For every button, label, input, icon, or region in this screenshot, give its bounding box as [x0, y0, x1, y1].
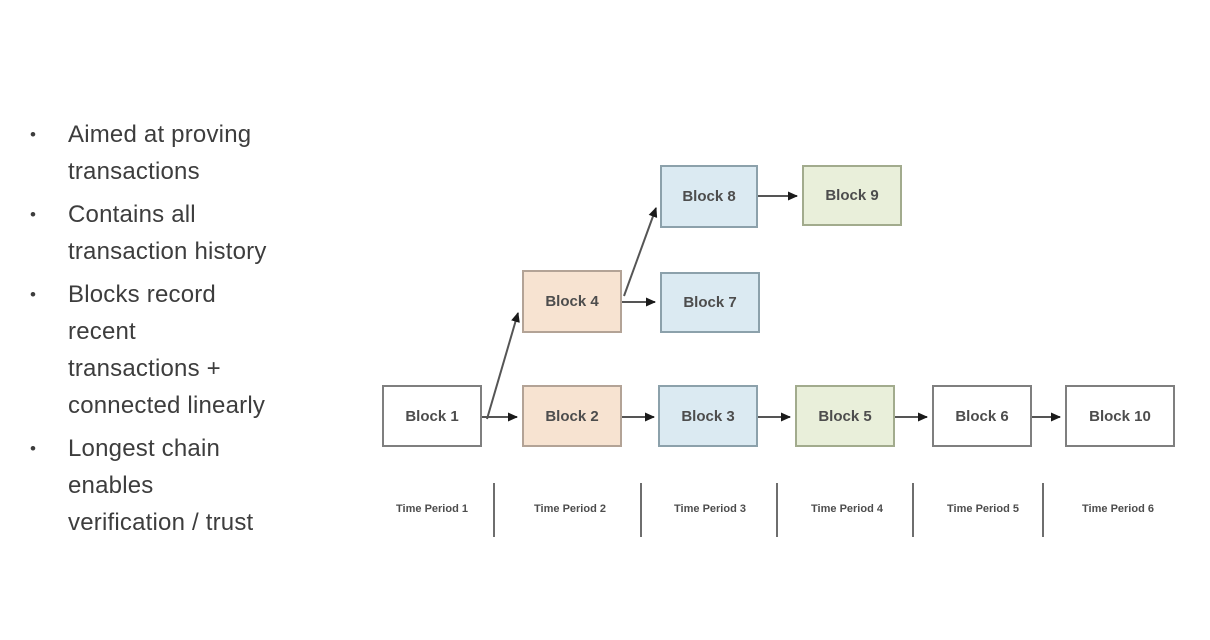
time-period-label: Time Period 1: [396, 503, 468, 515]
block-label: Block 6: [955, 407, 1009, 425]
time-period-label: Time Period 2: [534, 503, 606, 515]
bullet-list: • Aimed at proving transactions • Contai…: [24, 116, 364, 547]
block-label: Block 9: [825, 187, 879, 204]
bullet-marker: •: [30, 125, 36, 144]
edge-block1-block4: [486, 312, 520, 420]
block-label: Block 2: [545, 407, 599, 425]
time-period-label: Time Period 4: [811, 503, 883, 515]
bullet-text: Longest chain enables verification / tru…: [68, 435, 254, 536]
block-node-7: Block 7: [660, 272, 760, 333]
bullet-item: • Aimed at proving transactions: [24, 116, 364, 190]
block-node-5: Block 5: [795, 385, 895, 447]
edge-block4-block8: [623, 207, 658, 297]
block-node-6: Block 6: [932, 385, 1032, 447]
time-axis-divider: [640, 483, 642, 537]
bullet-marker: •: [30, 439, 36, 458]
block-node-3: Block 3: [658, 385, 758, 447]
bullet-marker: •: [30, 205, 36, 224]
block-label: Block 4: [545, 293, 599, 310]
time-axis-divider: [912, 483, 914, 537]
time-period-label: Time Period 3: [674, 503, 746, 515]
time-period-label: Time Period 6: [1082, 503, 1154, 515]
time-axis-divider: [776, 483, 778, 537]
block-node-10: Block 10: [1065, 385, 1175, 447]
block-node-2: Block 2: [522, 385, 622, 447]
block-label: Block 8: [682, 188, 736, 205]
block-node-1: Block 1: [382, 385, 482, 447]
time-axis-divider: [1042, 483, 1044, 537]
bullet-text: Blocks record recent transactions + conn…: [68, 281, 266, 419]
block-label: Block 5: [818, 407, 872, 425]
block-node-8: Block 8: [660, 165, 758, 228]
block-node-4: Block 4: [522, 270, 622, 333]
block-label: Block 1: [405, 407, 459, 425]
block-node-9: Block 9: [802, 165, 902, 226]
bullet-item: • Longest chain enables verification / t…: [24, 430, 364, 541]
bullet-marker: •: [30, 285, 36, 304]
time-period-label: Time Period 5: [947, 503, 1019, 515]
block-label: Block 10: [1089, 407, 1151, 425]
block-label: Block 7: [683, 294, 737, 311]
time-axis-divider: [493, 483, 495, 537]
block-label: Block 3: [681, 407, 735, 425]
bullet-item: • Contains all transaction history: [24, 196, 364, 270]
bullet-text: Aimed at proving transactions: [68, 121, 252, 185]
bullet-text: Contains all transaction history: [68, 201, 267, 265]
bullet-item: • Blocks record recent transactions + co…: [24, 276, 364, 424]
